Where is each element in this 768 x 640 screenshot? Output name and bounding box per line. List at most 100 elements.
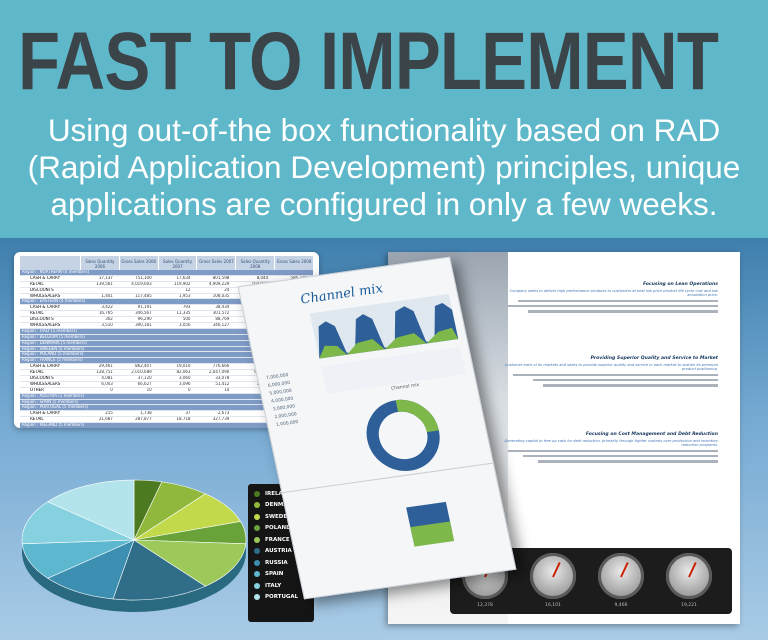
- table-cell: 139,561: [96, 281, 113, 286]
- doc-text-line: [543, 384, 718, 387]
- gauge-dial: [666, 553, 712, 599]
- table-cell: 346,127: [212, 323, 230, 328]
- row-label: Region : NORTHERN (4 members): [22, 270, 90, 274]
- region-group-row[interactable]: Region : AUSTRIA (1 members): [20, 393, 313, 400]
- region-group-row[interactable]: Region : POLAND (5 members): [20, 352, 313, 359]
- row-label: Region : PORTUGAL (5 members): [22, 405, 89, 410]
- column-header[interactable]: Gross Sales 2007: [196, 256, 235, 270]
- table-cell: 2,047,090: [208, 370, 230, 375]
- header-banner: FAST TO IMPLEMENT Using out-of-the box f…: [0, 0, 768, 238]
- doc-text-line: [508, 450, 718, 453]
- legend-label: IRELAND: [265, 490, 292, 497]
- row-label: Region : POLAND (5 members): [22, 352, 84, 357]
- legend-swatch: [254, 513, 260, 520]
- pie-slice-russia[interactable]: [47, 539, 135, 600]
- legend-item[interactable]: POLAND: [254, 523, 314, 535]
- table-cell: 3,060: [179, 376, 191, 381]
- table-cell: 108,035: [212, 293, 230, 298]
- table-cell: 0: [110, 387, 113, 392]
- subtitle: Using out-of-the box functionality based…: [0, 112, 768, 223]
- column-header[interactable]: Gross Sales 2006: [118, 256, 158, 270]
- column-header[interactable]: Gross Sales 2008: [274, 256, 313, 270]
- table-cell: 390,181: [135, 323, 152, 328]
- region-group-row[interactable]: Region : NORTHERN (4 members): [20, 270, 313, 276]
- region-group-row[interactable]: Region : BELGIUM (5 members): [20, 334, 313, 341]
- table-cell: 11,335: [176, 311, 191, 316]
- column-header[interactable]: Sales Quantity 2008: [235, 256, 274, 270]
- region-group-row[interactable]: Region : DENMARK (5 members): [20, 340, 313, 347]
- doc-section: Providing Superior Quality and Service t…: [498, 356, 718, 387]
- table-cell: 6,043: [101, 381, 113, 386]
- table-cell: 37,120: [137, 376, 152, 381]
- table-body: Region : NORTHERN (4 members)CASH & CARR…: [20, 270, 313, 428]
- legend-item[interactable]: DENMARK: [254, 500, 314, 512]
- table-cell: 776,666: [212, 364, 230, 369]
- legend-item[interactable]: FRANCE: [254, 534, 314, 546]
- region-group-row[interactable]: Region : IRELAND (5 members): [20, 423, 313, 428]
- table-cell: 0: [187, 387, 191, 392]
- doc-section-subtitle: Customer each of its markets and seeks t…: [504, 363, 718, 371]
- doc-text-line: [533, 379, 718, 382]
- pie-slice-italy[interactable]: [21, 501, 135, 545]
- table-cell: 215: [105, 411, 113, 416]
- region-group-row[interactable]: Region : ITALY (5 members): [20, 328, 313, 335]
- legend-label: AUSTRIA: [265, 548, 292, 555]
- pie-slice-austria[interactable]: [112, 539, 207, 601]
- table-cell: 3,422: [101, 305, 113, 310]
- table-cell: 346,567: [135, 311, 152, 316]
- legend-item[interactable]: AUSTRIA: [254, 546, 314, 558]
- row-label: Region : ITALY (5 members): [22, 328, 77, 333]
- column-header[interactable]: Sales Quantity 2006: [80, 256, 119, 270]
- pie-slice-portugal[interactable]: [47, 479, 135, 541]
- row-label: RETAIL: [30, 311, 44, 316]
- table-cell: 17,137: [98, 275, 113, 280]
- legend-item[interactable]: SPAIN: [254, 569, 314, 581]
- row-label: DISCOUNTS: [30, 287, 54, 292]
- table-cell: 18,718: [176, 417, 191, 422]
- region-group-row[interactable]: Region : FRANCE (5 members): [20, 358, 313, 365]
- legend-item[interactable]: IRELAND: [254, 488, 314, 500]
- legend-item[interactable]: PORTUGAL: [254, 592, 314, 604]
- legend-item[interactable]: SWEDEN: [254, 511, 314, 523]
- table-cell: 10: [146, 387, 152, 392]
- legend-item[interactable]: RUSSIA: [254, 557, 314, 569]
- row-label: Region : EASTERN (4 members): [22, 299, 86, 304]
- table-cell: 793: [182, 305, 191, 310]
- row-label: Region : SWEDEN (5 members): [22, 346, 85, 351]
- legend-label: POLAND: [265, 525, 291, 532]
- column-header[interactable]: Sales Quantity 2007: [157, 256, 197, 270]
- row-label: RETAIL: [30, 370, 44, 375]
- legend-label: DENMARK: [265, 502, 297, 509]
- table-cell: 1,953: [179, 293, 191, 298]
- table-cell: 301,572: [212, 311, 230, 316]
- region-group-row[interactable]: Region : EASTERN (4 members): [20, 299, 313, 306]
- table-cell: 2,673: [217, 411, 230, 416]
- table-cell: 128,751: [96, 370, 113, 375]
- row-label: Region : SPAIN (5 members): [22, 399, 79, 404]
- bar-3d-green: [410, 521, 455, 547]
- table-cell: 96,290: [137, 317, 152, 322]
- legend-swatch: [254, 536, 260, 543]
- region-group-row[interactable]: Region : PORTUGAL (5 members): [20, 405, 313, 412]
- bar-strip-bg: [320, 346, 466, 394]
- table-cell: 88,769: [215, 317, 230, 322]
- table-cell: 3,510: [101, 323, 113, 328]
- doc-section: Focusing on Lean Operations Company seek…: [498, 282, 718, 313]
- region-group-row[interactable]: Region : SPAIN (5 members): [20, 399, 313, 406]
- legend-swatch: [254, 548, 260, 555]
- legend-label: ITALY: [265, 582, 282, 589]
- table-cell: 37: [185, 411, 191, 416]
- legend-item[interactable]: ITALY: [254, 580, 314, 592]
- table-cell: 29,461: [98, 364, 113, 369]
- table-cell: 19,010: [176, 364, 191, 369]
- pie-slice-france[interactable]: [132, 539, 247, 587]
- table-cell: 38,434: [215, 305, 230, 310]
- region-group-row[interactable]: Region : SWEDEN (5 members): [20, 346, 313, 353]
- table-cell: [80, 288, 119, 293]
- donut-segment-green: [395, 399, 439, 433]
- row-label: RETAIL: [30, 417, 44, 422]
- doc-text-line: [513, 374, 718, 377]
